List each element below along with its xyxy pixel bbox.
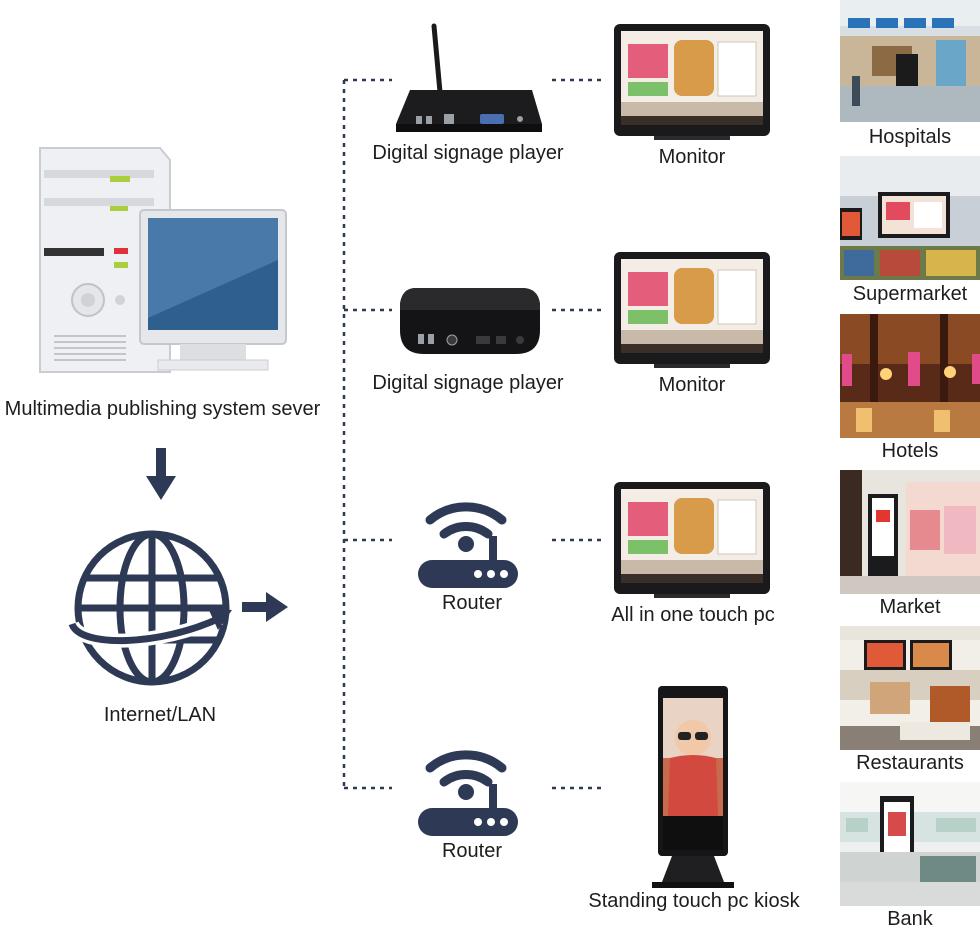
globe-icon bbox=[65, 530, 232, 686]
row4-device-label: Router bbox=[441, 840, 503, 862]
supermarket-photo bbox=[840, 156, 980, 280]
restaurants-photo bbox=[840, 626, 980, 750]
row2-display-label: Monitor bbox=[658, 374, 726, 396]
row3-device-label: Router bbox=[441, 592, 503, 614]
venue-label-supermarket: Supermarket bbox=[852, 283, 968, 305]
venue-label-market: Market bbox=[879, 596, 941, 618]
network-label: Internet/LAN bbox=[103, 704, 217, 726]
router-icon bbox=[418, 750, 518, 836]
hospitals-photo bbox=[840, 0, 980, 122]
row4-display-label: Standing touch pc kiosk bbox=[588, 890, 800, 912]
monitor-illustration bbox=[614, 252, 770, 368]
signage-player-box-icon bbox=[400, 288, 540, 354]
router-icon bbox=[418, 502, 518, 588]
down-arrow-icon bbox=[146, 448, 176, 500]
row2-device-label: Digital signage player bbox=[372, 372, 564, 394]
venue-label-bank: Bank bbox=[887, 908, 933, 930]
hotels-photo bbox=[840, 314, 980, 438]
server-computer-illustration bbox=[39, 147, 287, 373]
server-label: Multimedia publishing system sever bbox=[4, 398, 321, 420]
bank-photo bbox=[840, 782, 980, 906]
right-arrow-icon bbox=[242, 592, 288, 622]
venue-label-hotels: Hotels bbox=[881, 440, 939, 462]
signage-player-antenna-icon bbox=[396, 23, 542, 132]
row3-display-label: All in one touch pc bbox=[611, 604, 775, 626]
monitor-illustration bbox=[614, 24, 770, 140]
row1-display-label: Monitor bbox=[658, 146, 726, 168]
market-photo bbox=[840, 470, 980, 594]
venue-label-restaurants: Restaurants bbox=[856, 752, 964, 774]
standing-kiosk-illustration bbox=[652, 686, 734, 888]
all-in-one-pc-illustration bbox=[614, 482, 770, 598]
row1-device-label: Digital signage player bbox=[372, 142, 564, 164]
venue-label-hospitals: Hospitals bbox=[868, 126, 952, 148]
